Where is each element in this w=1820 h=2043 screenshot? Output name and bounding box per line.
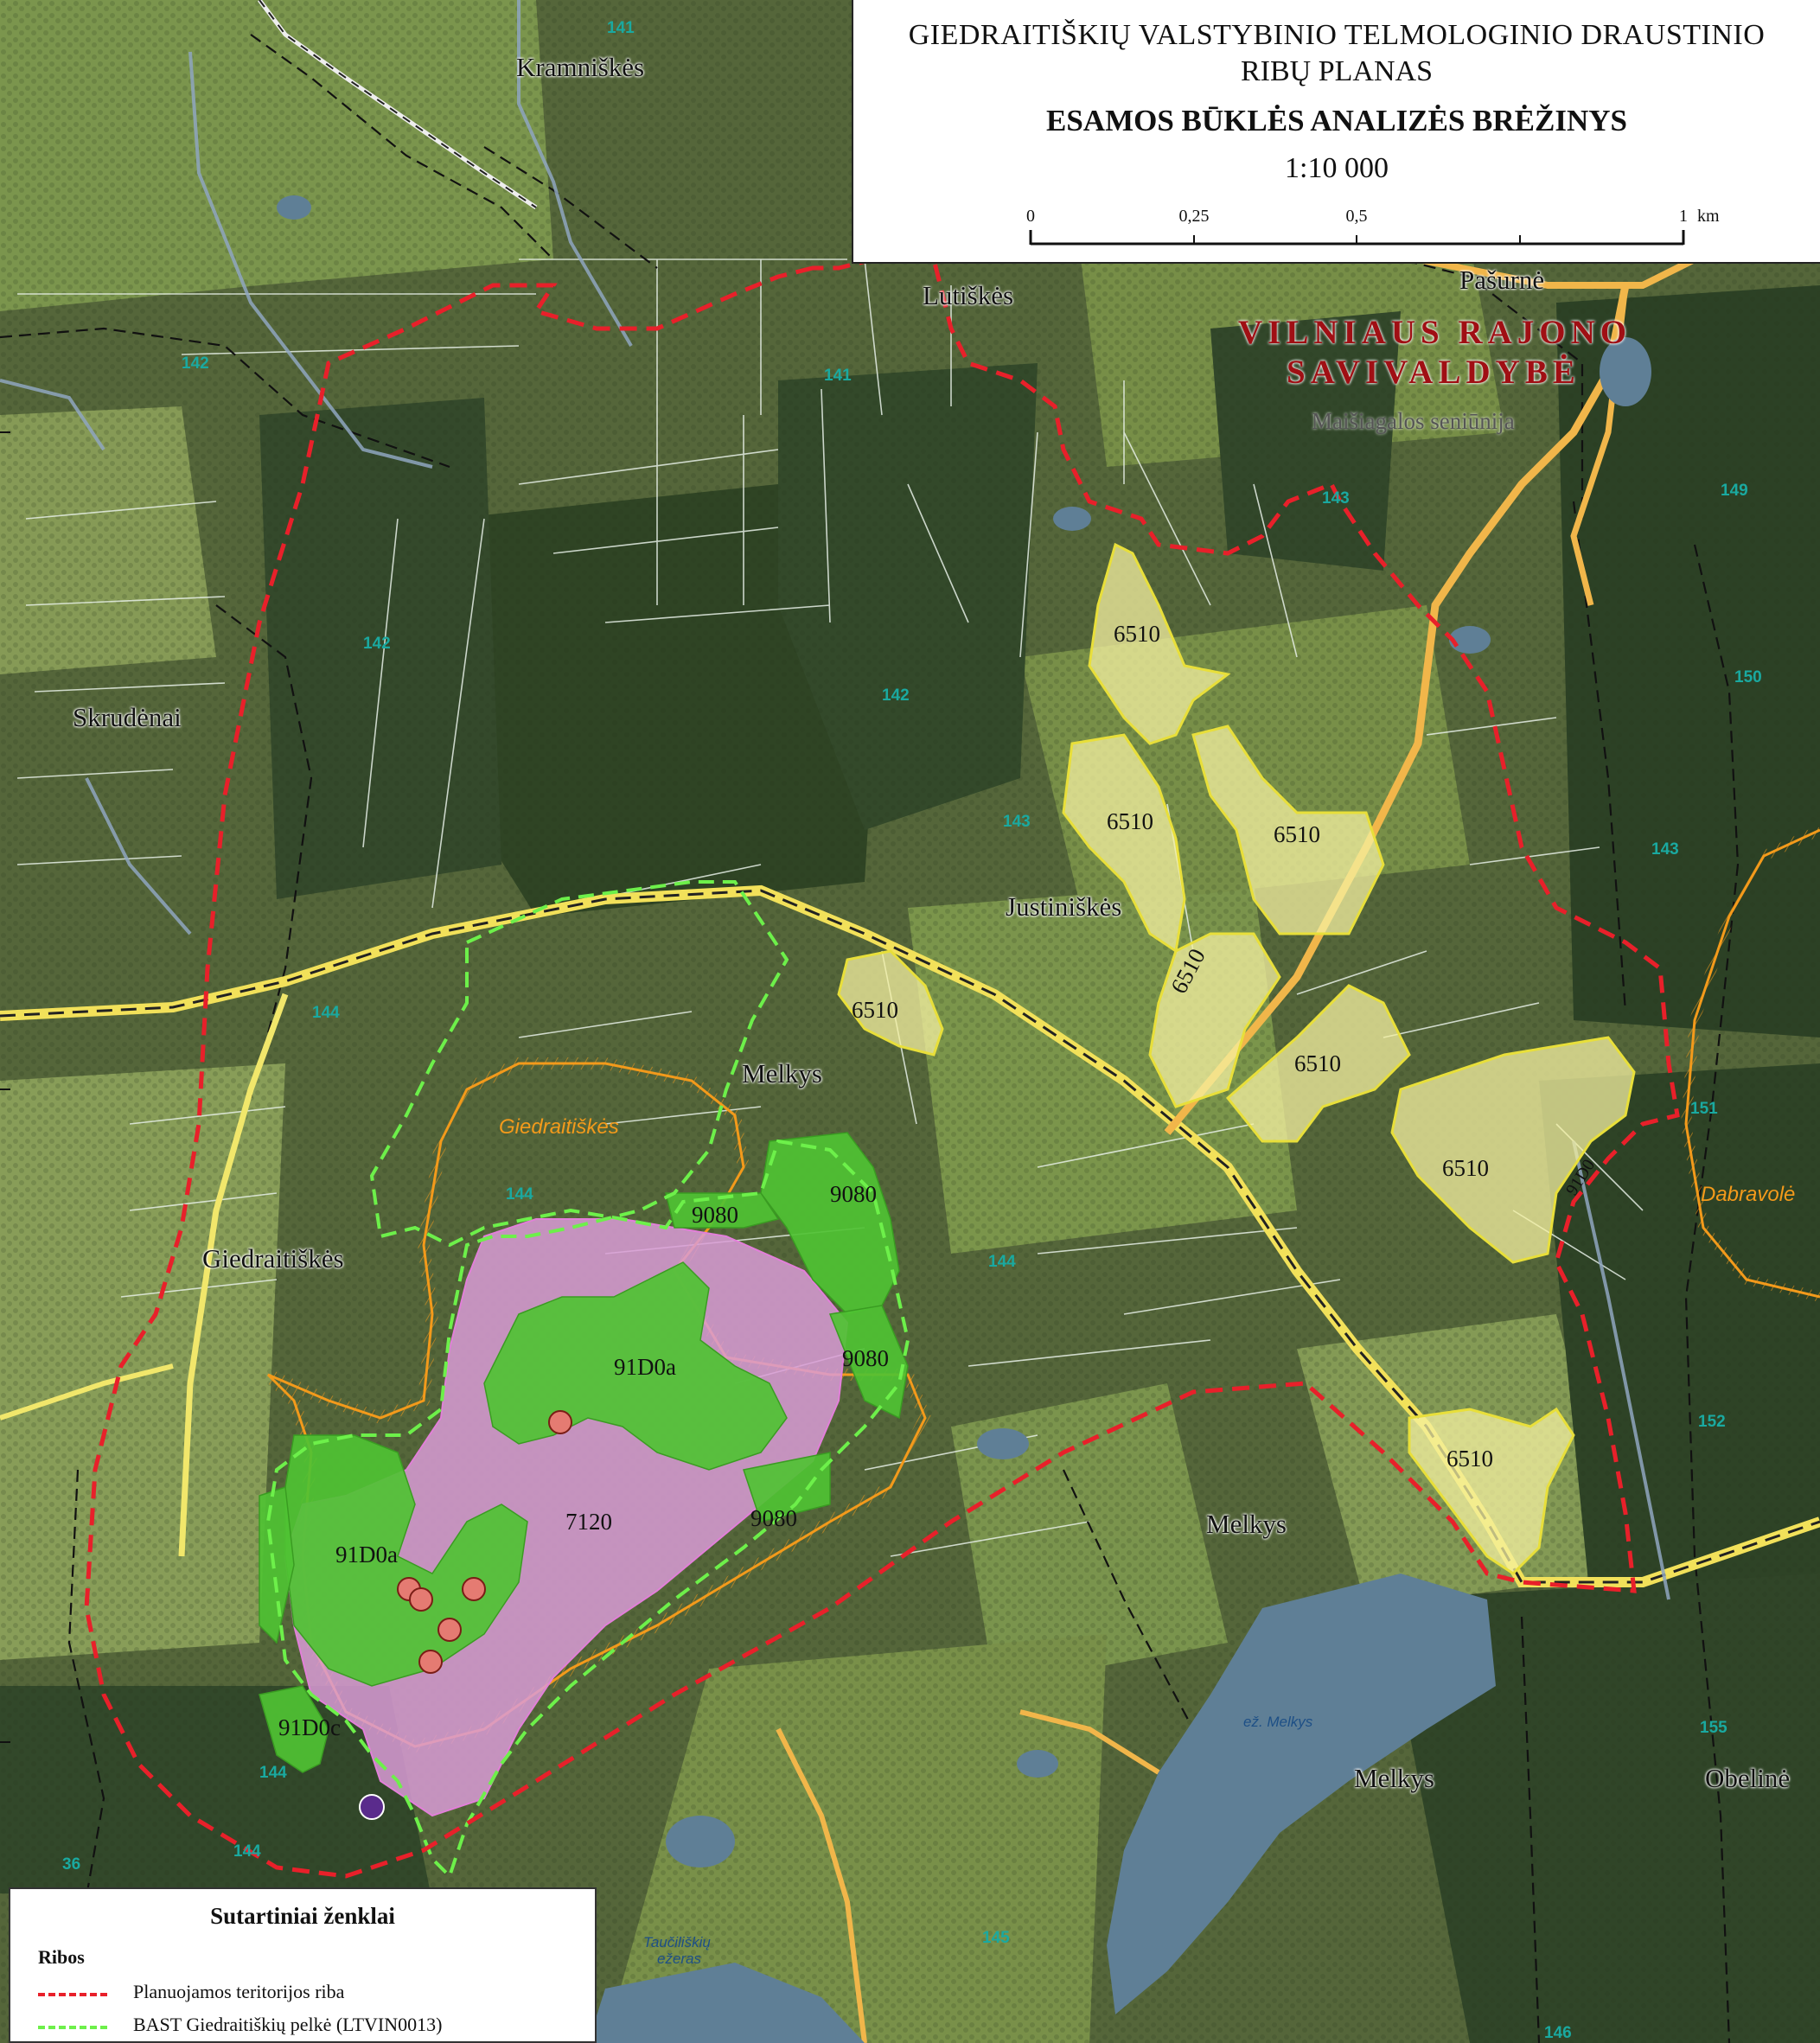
title-box: GIEDRAITIŠKIŲ VALSTYBINIO TELMOLOGINIO D…: [852, 0, 1820, 264]
habitat-label-6510: 6510: [852, 997, 898, 1023]
legend-panel: Sutartiniai ženklai Ribos Planuojamos te…: [9, 1887, 597, 2043]
quarter-number: 146: [1544, 2024, 1572, 2042]
edge-ticks: [0, 431, 10, 1743]
quarter-number: 145: [982, 1929, 1010, 1947]
scale-tick-1: 1: [1679, 207, 1688, 226]
habitat-label-91D0a: 91D0a: [335, 1542, 398, 1567]
habitat-label-9080: 9080: [842, 1345, 889, 1371]
scale-bar: 0 0,25 0,5 1 km: [1026, 207, 1720, 246]
habitat-6510-areas: [837, 542, 1636, 1575]
habitat-9080-strip-e: [828, 1305, 909, 1420]
scale-tick-05: 0,5: [1346, 207, 1368, 226]
habitat-9080-strip-se: [743, 1452, 831, 1523]
legend-swatch-green-dashed: [38, 2026, 107, 2029]
forest-boundaries: [0, 34, 1740, 2043]
bird-marker: [409, 1587, 433, 1612]
map-scale: 1:10 000: [1285, 152, 1389, 184]
habitat-91D0c: [259, 1685, 329, 1773]
habitat-label-6510: 6510: [1446, 1446, 1493, 1472]
eldership-label: Maišiagalos seniūnija: [1312, 408, 1515, 434]
habitat-label-9080: 9080: [750, 1505, 797, 1531]
title-line-1: GIEDRAITIŠKIŲ VALSTYBINIO TELMOLOGINIO D…: [908, 19, 1766, 51]
place-skrudenai: Skrudėnai: [73, 702, 182, 732]
lake-label-tauciliskiu-2: ežeras: [657, 1950, 702, 1967]
place-pasurne: Pašurnė: [1459, 265, 1545, 295]
place-kramniskes: Kramniškės: [516, 52, 645, 82]
map-subtitle: ESAMOS BŪKLĖS ANALIZĖS BRĖŽINYS: [1045, 104, 1628, 137]
habitat-label-6510: 6510: [1442, 1155, 1489, 1181]
municipality-line-2: SAVIVALDYBĖ: [1287, 354, 1581, 391]
title-line-2: RIBŲ PLANAS: [1241, 55, 1433, 87]
place-melkys-center: Melkys: [1206, 1509, 1287, 1539]
bird-marker-dark: [359, 1794, 385, 1820]
habitat-label-9080: 9080: [692, 1202, 738, 1228]
existing-reserve-boundary: [264, 825, 1820, 1753]
legend-item-bast-boundary: BAST Giedraitiškių pelkė (LTVIN0013): [38, 2014, 591, 2040]
lake-tauciliskiu: [588, 1963, 865, 2043]
habitat-label-6510: 6510: [1114, 621, 1160, 647]
quarter-number: 142: [182, 354, 209, 373]
lake-label-melkys: ež. Melkys: [1243, 1714, 1313, 1730]
bird-marker: [462, 1577, 486, 1601]
legend-swatch-red-dashed: [38, 1993, 107, 1996]
quarter-number: 149: [1721, 482, 1748, 500]
quarter-number: 36: [62, 1855, 81, 1874]
habitat-9080-sw-band: [259, 1485, 295, 1644]
quarter-number: 143: [1651, 840, 1679, 859]
place-melkys-north: Melkys: [742, 1058, 822, 1089]
bird-marker: [418, 1650, 443, 1674]
quarter-number: 144: [506, 1185, 533, 1203]
habitat-label-91D0a: 91D0a: [614, 1354, 676, 1380]
quarter-number: 144: [988, 1253, 1016, 1271]
planned-territory-boundary: [84, 257, 1680, 1879]
legend-item-planned-boundary: Planuojamos teritorijos riba: [38, 1981, 591, 2007]
quarter-number: 141: [607, 19, 635, 37]
legend-item-label: BAST Giedraitiškių pelkė (LTVIN0013): [133, 2014, 443, 2035]
bird-marker: [548, 1410, 572, 1434]
bird-markers: [359, 1410, 572, 1820]
legend-title: Sutartiniai ženklai: [210, 1903, 395, 1929]
channels: [0, 0, 1670, 1600]
habitat-label-6510: 6510: [1294, 1050, 1341, 1076]
place-justiniskes: Justiniškės: [1006, 891, 1122, 922]
place-lutiskes: Lutiškės: [923, 280, 1014, 310]
quarter-number: 143: [1322, 489, 1350, 508]
quarter-number: 155: [1700, 1719, 1727, 1737]
quarter-number: 144: [233, 1842, 261, 1861]
place-melkys-south: Melkys: [1354, 1763, 1434, 1793]
quarter-number: 143: [1003, 813, 1031, 831]
quarter-number: 150: [1734, 668, 1762, 686]
scale-unit: km: [1697, 207, 1720, 226]
habitat-label-6510: 6510: [1107, 808, 1153, 834]
reserve-label-giedraitiskes: Giedraitiškės: [499, 1115, 619, 1139]
habitat-label-9080: 9080: [830, 1181, 877, 1207]
municipality-line-1: VILNIAUS RAJONO: [1238, 314, 1632, 351]
legend-item-label: Planuojamos teritorijos riba: [133, 1981, 345, 2002]
lake-label-tauciliskiu-1: Taučiliškių: [643, 1934, 711, 1950]
quarter-number: 152: [1698, 1413, 1726, 1431]
water-bodies: [277, 195, 1651, 2043]
quarter-number: 144: [312, 1004, 340, 1022]
quarter-number: 144: [259, 1764, 287, 1782]
habitat-label-91D0c: 91D0c: [278, 1714, 341, 1740]
scale-tick-0: 0: [1026, 207, 1035, 226]
reserve-label-dabravole: Dabravolė: [1701, 1183, 1796, 1206]
habitat-91D0a-south: [284, 1434, 528, 1687]
bird-marker: [437, 1618, 462, 1642]
legend-section-boundaries: Ribos: [38, 1946, 85, 1968]
place-obeline: Obelinė: [1705, 1763, 1791, 1793]
quarter-number: 141: [824, 367, 852, 385]
lake-melkys: [1107, 1574, 1496, 2014]
quarter-number: 142: [882, 686, 910, 705]
quarter-number: 151: [1690, 1100, 1718, 1118]
place-giedraitiskes: Giedraitiškės: [202, 1243, 344, 1274]
habitat-9080-strip-n: [665, 1192, 780, 1229]
bast-boundary: [265, 880, 910, 1880]
habitat-label-7120: 7120: [565, 1509, 612, 1535]
quarter-number: 142: [363, 635, 391, 653]
scale-tick-025: 0,25: [1179, 207, 1210, 226]
habitat-label-6510: 6510: [1274, 821, 1320, 847]
